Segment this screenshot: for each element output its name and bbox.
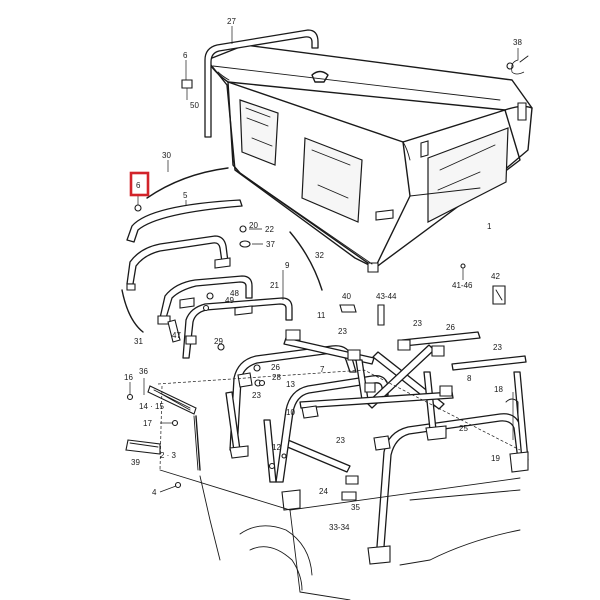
- hardware-right: [339, 263, 506, 326]
- callout-33-34[interactable]: 33-34: [329, 523, 350, 532]
- callout-1[interactable]: 1: [487, 222, 492, 231]
- callout-20[interactable]: 20: [249, 221, 258, 230]
- side-bars: [126, 160, 243, 243]
- callout-36[interactable]: 36: [139, 367, 148, 376]
- callout-49[interactable]: 49: [225, 296, 234, 305]
- callout-6[interactable]: 6: [183, 51, 188, 60]
- callout-24[interactable]: 24: [319, 487, 328, 496]
- callout-38[interactable]: 38: [513, 38, 522, 47]
- callout-26-a[interactable]: 26: [446, 323, 455, 332]
- callout-8[interactable]: 8: [467, 374, 472, 383]
- callout-43-44[interactable]: 43-44: [376, 292, 397, 301]
- callout-23-b[interactable]: 23: [413, 319, 422, 328]
- callout-30[interactable]: 30: [162, 151, 171, 160]
- callout-27[interactable]: 27: [227, 17, 236, 26]
- front-bow: [126, 225, 263, 291]
- callout-25[interactable]: 25: [459, 424, 468, 433]
- callout-17[interactable]: 17: [143, 419, 152, 428]
- callout-47[interactable]: 47: [172, 331, 181, 340]
- callout-23-a[interactable]: 23: [338, 327, 347, 336]
- callout-26-b[interactable]: 26: [271, 363, 280, 372]
- callout-9[interactable]: 9: [285, 261, 290, 270]
- rear-bow: [204, 26, 319, 138]
- callout-23-c[interactable]: 23: [493, 343, 502, 352]
- callout-7[interactable]: 7: [320, 365, 325, 374]
- callout-22[interactable]: 22: [265, 225, 274, 234]
- hardware-top-left: [181, 48, 529, 100]
- callout-16[interactable]: 16: [124, 373, 133, 382]
- callout-12[interactable]: 12: [272, 443, 281, 452]
- callout-40[interactable]: 40: [342, 292, 351, 301]
- callout-35[interactable]: 35: [351, 503, 360, 512]
- vehicle-body: [157, 369, 521, 600]
- callout-23-d[interactable]: 23: [252, 391, 261, 400]
- callout-13[interactable]: 13: [286, 380, 295, 389]
- callout-6-highlighted[interactable]: 6: [136, 181, 141, 190]
- hardware-lower-left: [125, 378, 201, 493]
- callout-2-3[interactable]: 2 · 3: [160, 451, 177, 460]
- callout-28[interactable]: 28: [272, 373, 281, 382]
- callout-11[interactable]: 11: [317, 311, 326, 320]
- callout-14-15[interactable]: 14 · 15: [139, 402, 164, 411]
- callout-42[interactable]: 42: [491, 272, 500, 281]
- highlight-box: [129, 171, 150, 197]
- callout-31[interactable]: 31: [134, 337, 143, 346]
- strap-hardware: [167, 319, 266, 387]
- callout-labels: 27 38 6 50 30 6 5 1 20 22 37 32 9 21 48 …: [124, 17, 522, 532]
- callout-5[interactable]: 5: [183, 191, 188, 200]
- callout-19[interactable]: 19: [491, 454, 500, 463]
- frame-assembly: [225, 329, 529, 565]
- callout-48[interactable]: 48: [230, 289, 239, 298]
- callout-50[interactable]: 50: [190, 101, 199, 110]
- callout-29[interactable]: 29: [214, 337, 223, 346]
- callout-4[interactable]: 4: [152, 488, 157, 497]
- callout-41-46[interactable]: 41-46: [452, 281, 473, 290]
- callout-23-e[interactable]: 23: [336, 436, 345, 445]
- callout-39[interactable]: 39: [131, 458, 140, 467]
- callout-21[interactable]: 21: [270, 281, 279, 290]
- straps: [121, 231, 323, 333]
- middle-bows: [157, 270, 293, 359]
- callout-18[interactable]: 18: [494, 385, 503, 394]
- callout-32[interactable]: 32: [315, 251, 324, 260]
- canvas-top: [206, 44, 533, 273]
- callout-37[interactable]: 37: [266, 240, 275, 249]
- callout-10[interactable]: 10: [286, 408, 295, 417]
